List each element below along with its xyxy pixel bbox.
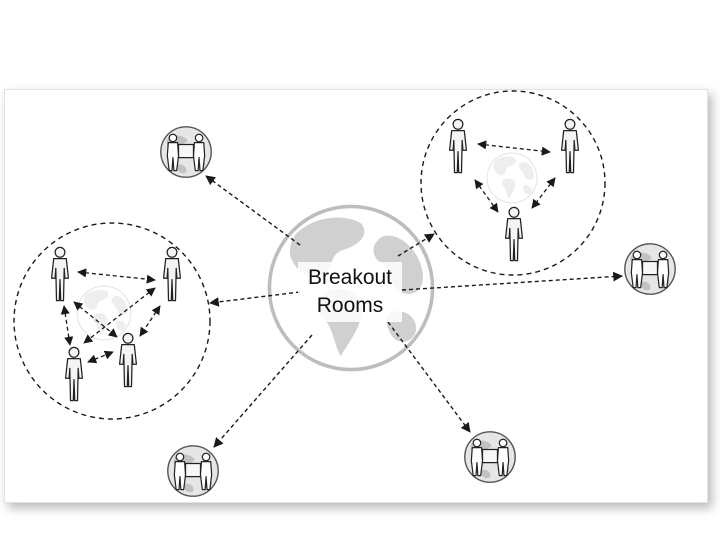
center-label: Breakout Rooms <box>298 262 402 322</box>
person-icon <box>118 332 138 388</box>
person-icon <box>162 246 182 302</box>
breakout-room-top-right <box>420 90 606 276</box>
connector-to-left-room <box>209 291 301 307</box>
person-icon <box>560 118 580 174</box>
connector-to-bottom-right-meeting <box>387 321 471 433</box>
center-label-line1: Breakout <box>308 266 392 289</box>
person-icon <box>448 118 468 174</box>
connector-lines <box>205 175 623 448</box>
breakout-room-left <box>13 222 211 420</box>
person-icon <box>504 206 524 262</box>
meeting-globe-icon <box>167 445 219 497</box>
meeting-globe-icon <box>464 431 516 483</box>
meeting-globe-icon <box>160 126 212 178</box>
connector-to-bottom-left-meeting <box>213 334 313 448</box>
center-label-line2: Rooms <box>317 294 384 317</box>
person-icon <box>50 246 70 302</box>
connector-to-right-meeting <box>401 271 623 291</box>
meeting-globe-icon <box>624 243 676 295</box>
connector-to-top-left-meeting <box>205 175 301 246</box>
connector-to-top-right-room <box>397 233 435 257</box>
person-icon <box>64 346 84 402</box>
